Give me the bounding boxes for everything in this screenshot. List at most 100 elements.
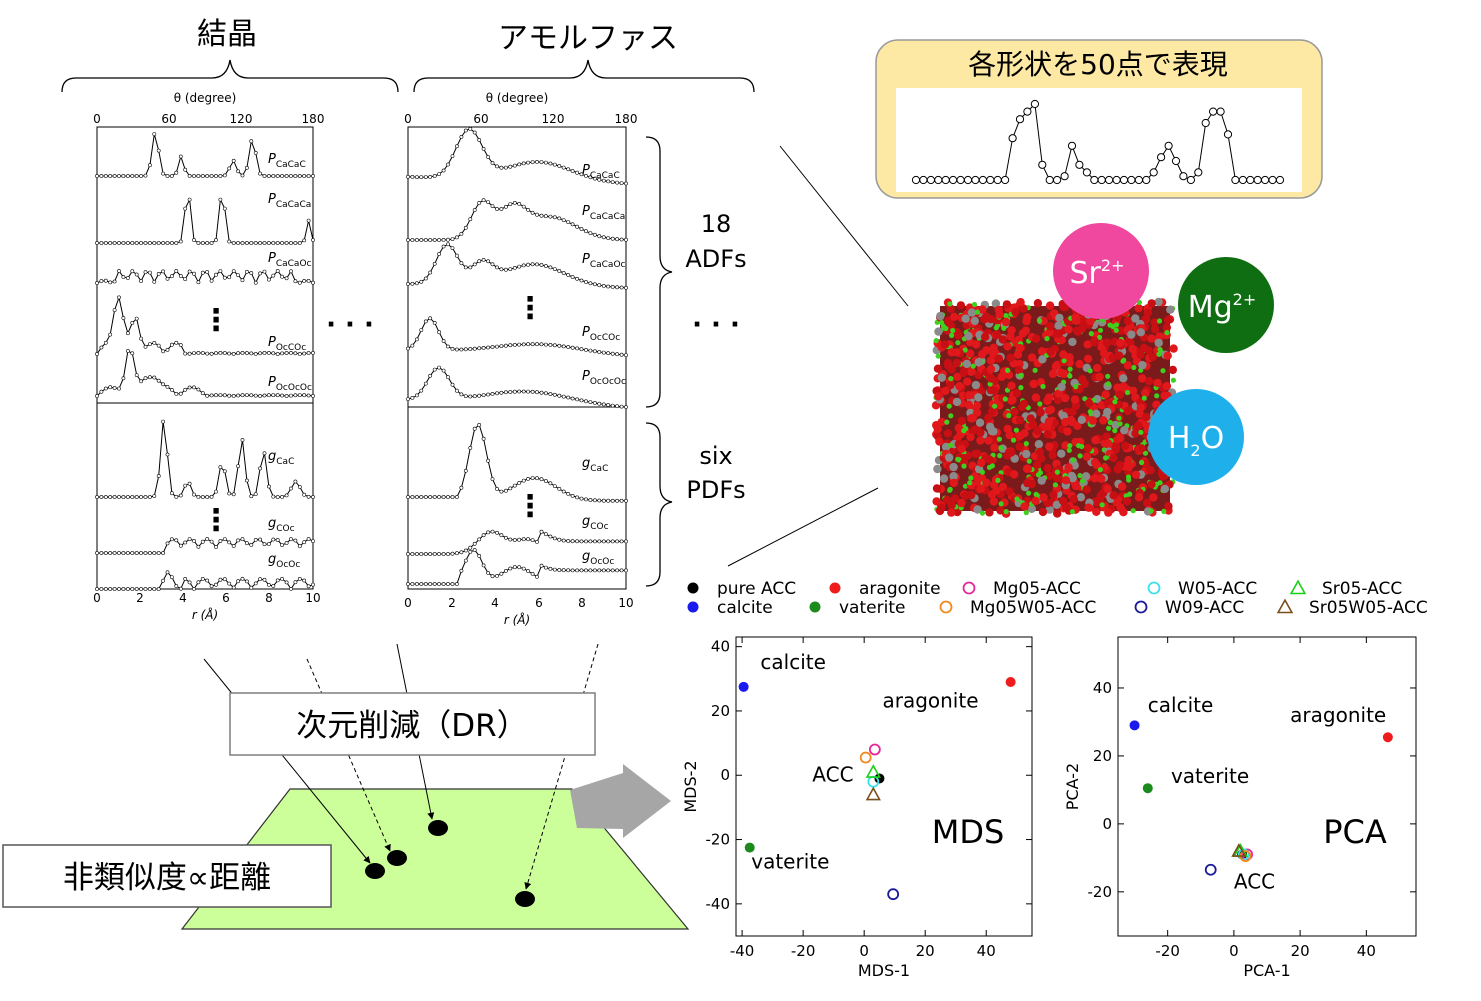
- curve-point: [477, 200, 482, 205]
- atom: [947, 487, 953, 493]
- curve-point: [454, 551, 459, 556]
- curve-point: [258, 271, 263, 276]
- atom: [1111, 442, 1121, 452]
- curve-point: [441, 339, 446, 343]
- curve-point: [258, 466, 263, 471]
- curve-point: [472, 346, 477, 351]
- atom: [1020, 502, 1029, 511]
- curve-point: [490, 161, 495, 165]
- curve-point: [209, 351, 214, 356]
- curve-point: [258, 171, 263, 176]
- curve-point: [539, 263, 544, 267]
- curve-point: [196, 387, 201, 392]
- curve-point: [174, 340, 179, 345]
- curve-point: [503, 165, 508, 170]
- legend-label: calcite: [717, 598, 773, 618]
- curve-point: [121, 587, 126, 591]
- atom: [1087, 368, 1093, 374]
- curve-point: [539, 477, 544, 482]
- curve-point: [544, 391, 548, 396]
- curve-point: [99, 174, 104, 178]
- curve-point: [231, 544, 236, 548]
- atom: [1090, 336, 1099, 345]
- curve-point: [615, 180, 620, 185]
- curve-point: [187, 385, 192, 390]
- curve-point: [121, 275, 126, 279]
- curve-point: [428, 495, 433, 499]
- curve-point: [297, 577, 302, 581]
- curve-point: [419, 328, 424, 333]
- horizontal-ellipsis: · · ·: [326, 310, 374, 340]
- atom: [953, 372, 962, 381]
- atom: [944, 419, 950, 425]
- curve-point: [526, 262, 531, 267]
- atom: [993, 325, 999, 331]
- atom: [964, 332, 973, 341]
- curve-point: [446, 582, 450, 586]
- curve-point: [544, 479, 548, 483]
- atom: [1045, 442, 1054, 451]
- curve-point: [610, 236, 615, 241]
- curve-point: [99, 345, 104, 350]
- curve-point: [419, 388, 424, 393]
- atom: [1083, 354, 1093, 363]
- atom: [1163, 315, 1173, 325]
- curve-point: [606, 403, 611, 407]
- curve-point: [196, 580, 201, 585]
- x-tick-label: 0: [859, 942, 869, 960]
- curve-point: [258, 394, 263, 398]
- curve-point: [253, 351, 258, 356]
- curve-point: [446, 242, 450, 247]
- curve-point: [624, 539, 628, 544]
- atom: [1116, 338, 1125, 348]
- curve-point: [521, 389, 526, 394]
- curve-point: [183, 540, 188, 545]
- curve-point: [284, 241, 289, 245]
- curve-point: [624, 568, 628, 573]
- curve-point: [432, 582, 437, 586]
- curve-point: [588, 498, 593, 502]
- atom: [1045, 505, 1054, 514]
- curve-point: [512, 565, 517, 570]
- atom: [1007, 448, 1016, 457]
- vertical-ellipsis: ⋮: [201, 503, 231, 538]
- atom: [954, 423, 963, 433]
- x-tick-label: 20: [1291, 942, 1310, 960]
- atom: [1045, 471, 1054, 480]
- curve-point: [437, 172, 442, 177]
- h2o-label: H2O: [1168, 421, 1224, 460]
- curve-point: [152, 279, 157, 284]
- atom: [1020, 429, 1029, 438]
- curve-point: [472, 130, 477, 135]
- amorphous-r-tick: 2: [448, 596, 456, 610]
- y-tick-label: 20: [711, 702, 730, 720]
- shape-curve-point: [1261, 175, 1270, 185]
- curve-point: [178, 391, 183, 396]
- curve-point: [183, 206, 188, 211]
- curve-point: [584, 568, 588, 573]
- curve-point: [499, 571, 504, 576]
- curve-point: [117, 241, 121, 245]
- crystal-r-tick: 0: [93, 591, 101, 605]
- adf-brace: [645, 136, 673, 408]
- curve-point: [477, 393, 482, 398]
- curve-point: [552, 484, 557, 489]
- atom: [1144, 376, 1154, 386]
- curve-point: [597, 568, 602, 573]
- atom: [1061, 358, 1067, 364]
- curve-line: [408, 530, 626, 555]
- y-tick-label: -20: [1088, 883, 1113, 901]
- curve-point: [134, 272, 139, 277]
- curve-point: [503, 204, 508, 209]
- curve-point: [275, 393, 280, 398]
- curve-point: [121, 241, 126, 245]
- atom: [970, 363, 976, 369]
- curve-point: [289, 174, 293, 178]
- curve-point: [147, 495, 152, 499]
- curve-point: [423, 175, 428, 180]
- scatter-point: [887, 888, 900, 901]
- atom: [1163, 351, 1172, 360]
- curve-point: [437, 252, 442, 256]
- curve-label: gCaC: [268, 449, 294, 467]
- curve-point: [419, 175, 424, 180]
